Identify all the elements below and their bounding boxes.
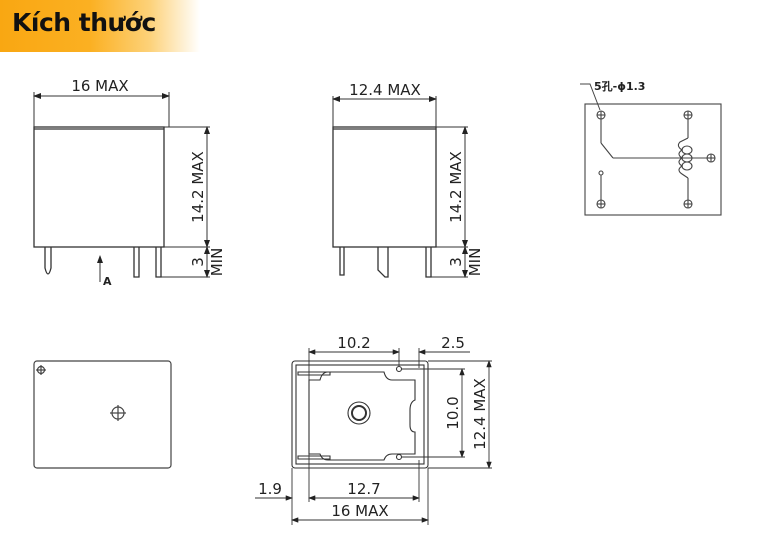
dim-16-max: 16 MAX — [331, 502, 388, 520]
side-height-label: 14.2 MAX — [447, 151, 465, 223]
dim-10-0: 10.0 — [444, 396, 462, 429]
front-width-label: 16 MAX — [71, 77, 128, 95]
top-view — [33, 360, 172, 469]
bottom-view — [255, 348, 492, 525]
section-title: Kích thước — [12, 8, 156, 37]
view-arrow-label: A — [103, 275, 112, 288]
front-height-label: 14.2 MAX — [189, 151, 207, 223]
dim-2-5: 2.5 — [441, 334, 465, 352]
section-header: Kích thước — [0, 0, 200, 52]
pcb-layout — [580, 83, 722, 216]
dim-12-7: 12.7 — [347, 480, 380, 498]
dim-12-4-max: 12.4 MAX — [471, 378, 489, 450]
side-pin-label: 3 — [447, 257, 465, 267]
front-pin-label: 3 — [189, 257, 207, 267]
side-width-label: 12.4 MAX — [349, 81, 421, 99]
front-pin-suffix: MIN — [208, 248, 226, 277]
side-pin-suffix: MIN — [466, 248, 484, 277]
dim-1-9: 1.9 — [258, 480, 282, 498]
hole-spec-label: 5孔-ϕ1.3 — [594, 80, 645, 93]
dim-10-2: 10.2 — [337, 334, 370, 352]
front-view — [33, 92, 210, 282]
side-view — [332, 96, 468, 278]
